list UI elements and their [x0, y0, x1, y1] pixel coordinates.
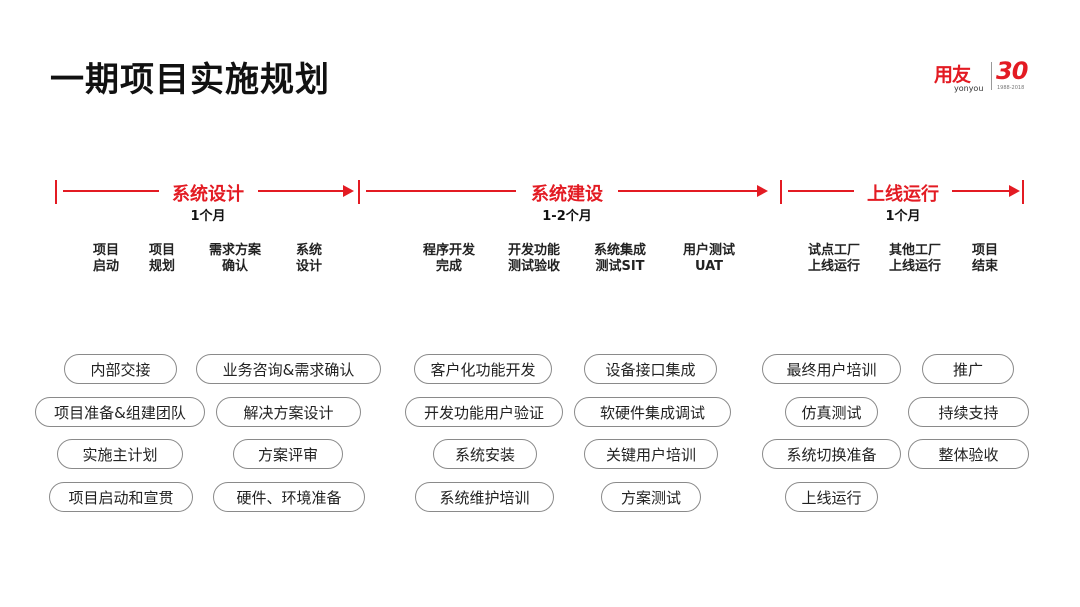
milestone: 项目规划 — [148, 243, 176, 274]
task-pill: 开发功能用户验证 — [405, 397, 563, 427]
task-pill: 整体验收 — [908, 439, 1029, 469]
phase-duration-run: 1个月 — [885, 209, 921, 224]
logo-anniversary: 30 — [996, 57, 1028, 85]
phase-title-run: 上线运行 — [867, 184, 939, 205]
task-pill: 系统切换准备 — [762, 439, 901, 469]
task-pill: 项目准备&组建团队 — [35, 397, 205, 427]
task-pill: 客户化功能开发 — [414, 354, 552, 384]
task-pill: 方案评审 — [233, 439, 343, 469]
phase-duration-build: 1-2个月 — [542, 209, 592, 224]
arrow-head-icon — [757, 185, 768, 197]
task-pill: 持续支持 — [908, 397, 1029, 427]
arrow-head-icon — [343, 185, 354, 197]
milestone: 系统集成测试SIT — [593, 243, 647, 274]
task-pill: 关键用户培训 — [584, 439, 718, 469]
milestone: 其他工厂上线运行 — [888, 243, 942, 274]
task-pill: 方案测试 — [601, 482, 701, 512]
milestone: 程序开发完成 — [422, 243, 476, 274]
phase-divider-tick — [780, 180, 782, 204]
milestone: 需求方案确认 — [208, 243, 262, 274]
task-pill: 实施主计划 — [57, 439, 183, 469]
arrow-head-icon — [1009, 185, 1020, 197]
phase-arrow-line — [618, 190, 758, 192]
phase-arrow-line — [63, 190, 159, 192]
logo-brand-en: yonyou — [954, 84, 984, 93]
logo-brand-cn: 用友 — [934, 64, 971, 86]
phase-title-design: 系统设计 — [172, 184, 244, 205]
logo-separator — [991, 62, 992, 90]
task-pill: 系统安装 — [433, 439, 537, 469]
phase-arrow-line — [788, 190, 854, 192]
phase-duration-design: 1个月 — [190, 209, 226, 224]
milestone: 系统设计 — [295, 243, 323, 274]
phase-arrow-line — [258, 190, 344, 192]
task-pill: 推广 — [922, 354, 1014, 384]
milestone: 项目启动 — [92, 243, 120, 274]
phase-end-tick — [1022, 180, 1024, 204]
phase-start-tick — [55, 180, 57, 204]
phase-title-build: 系统建设 — [531, 184, 603, 205]
task-pill: 软硬件集成调试 — [574, 397, 731, 427]
phase-divider-tick — [358, 180, 360, 204]
task-pill: 仿真测试 — [785, 397, 878, 427]
task-pill: 业务咨询&需求确认 — [196, 354, 381, 384]
milestone: 项目结束 — [971, 243, 999, 274]
task-pill: 内部交接 — [64, 354, 177, 384]
task-pill: 最终用户培训 — [762, 354, 901, 384]
task-pill: 系统维护培训 — [415, 482, 554, 512]
yonyou-logo: 用友 yonyou 30 1988-2018 — [934, 57, 1034, 94]
milestone: 开发功能测试验收 — [507, 243, 561, 274]
task-pill: 项目启动和宣贯 — [49, 482, 193, 512]
phase-arrow-line — [366, 190, 516, 192]
task-pill: 解决方案设计 — [216, 397, 361, 427]
page-title: 一期项目实施规划 — [50, 60, 330, 100]
task-pill: 硬件、环境准备 — [213, 482, 365, 512]
logo-years: 1988-2018 — [997, 85, 1025, 91]
milestone: 试点工厂上线运行 — [807, 243, 861, 274]
phase-arrow-line — [952, 190, 1010, 192]
task-pill: 设备接口集成 — [584, 354, 717, 384]
task-pill: 上线运行 — [785, 482, 878, 512]
